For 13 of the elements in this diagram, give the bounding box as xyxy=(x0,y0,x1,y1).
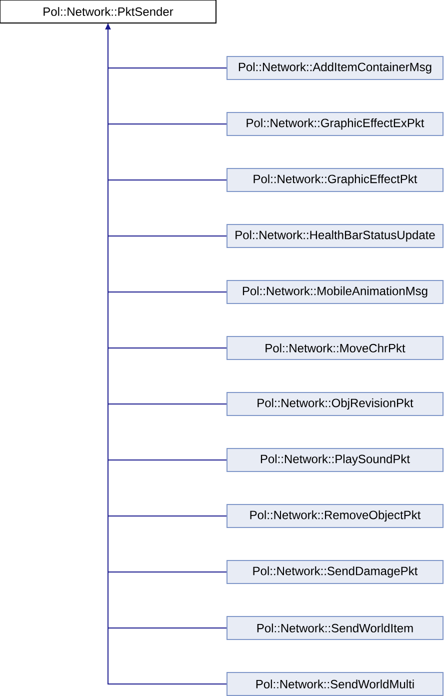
class-box: Pol::Network::PlaySoundPkt xyxy=(226,448,444,472)
class-box: Pol::Network::SendWorldMulti xyxy=(226,672,444,696)
class-box: Pol::Network::SendDamagePkt xyxy=(226,560,444,584)
class-box: Pol::Network::GraphicEffectExPkt xyxy=(226,112,444,136)
class-box: Pol::Network::MobileAnimationMsg xyxy=(226,280,444,304)
class-box: Pol::Network::PktSender xyxy=(0,0,216,24)
class-box: Pol::Network::RemoveObjectPkt xyxy=(226,504,444,528)
class-box: Pol::Network::MoveChrPkt xyxy=(226,336,444,360)
class-box: Pol::Network::SendWorldItem xyxy=(226,616,444,640)
class-box: Pol::Network::HealthBarStatusUpdate xyxy=(226,224,444,248)
class-box: Pol::Network::AddItemContainerMsg xyxy=(226,56,444,80)
class-box: Pol::Network::ObjRevisionPkt xyxy=(226,392,444,416)
class-box: Pol::Network::GraphicEffectPkt xyxy=(226,168,444,192)
